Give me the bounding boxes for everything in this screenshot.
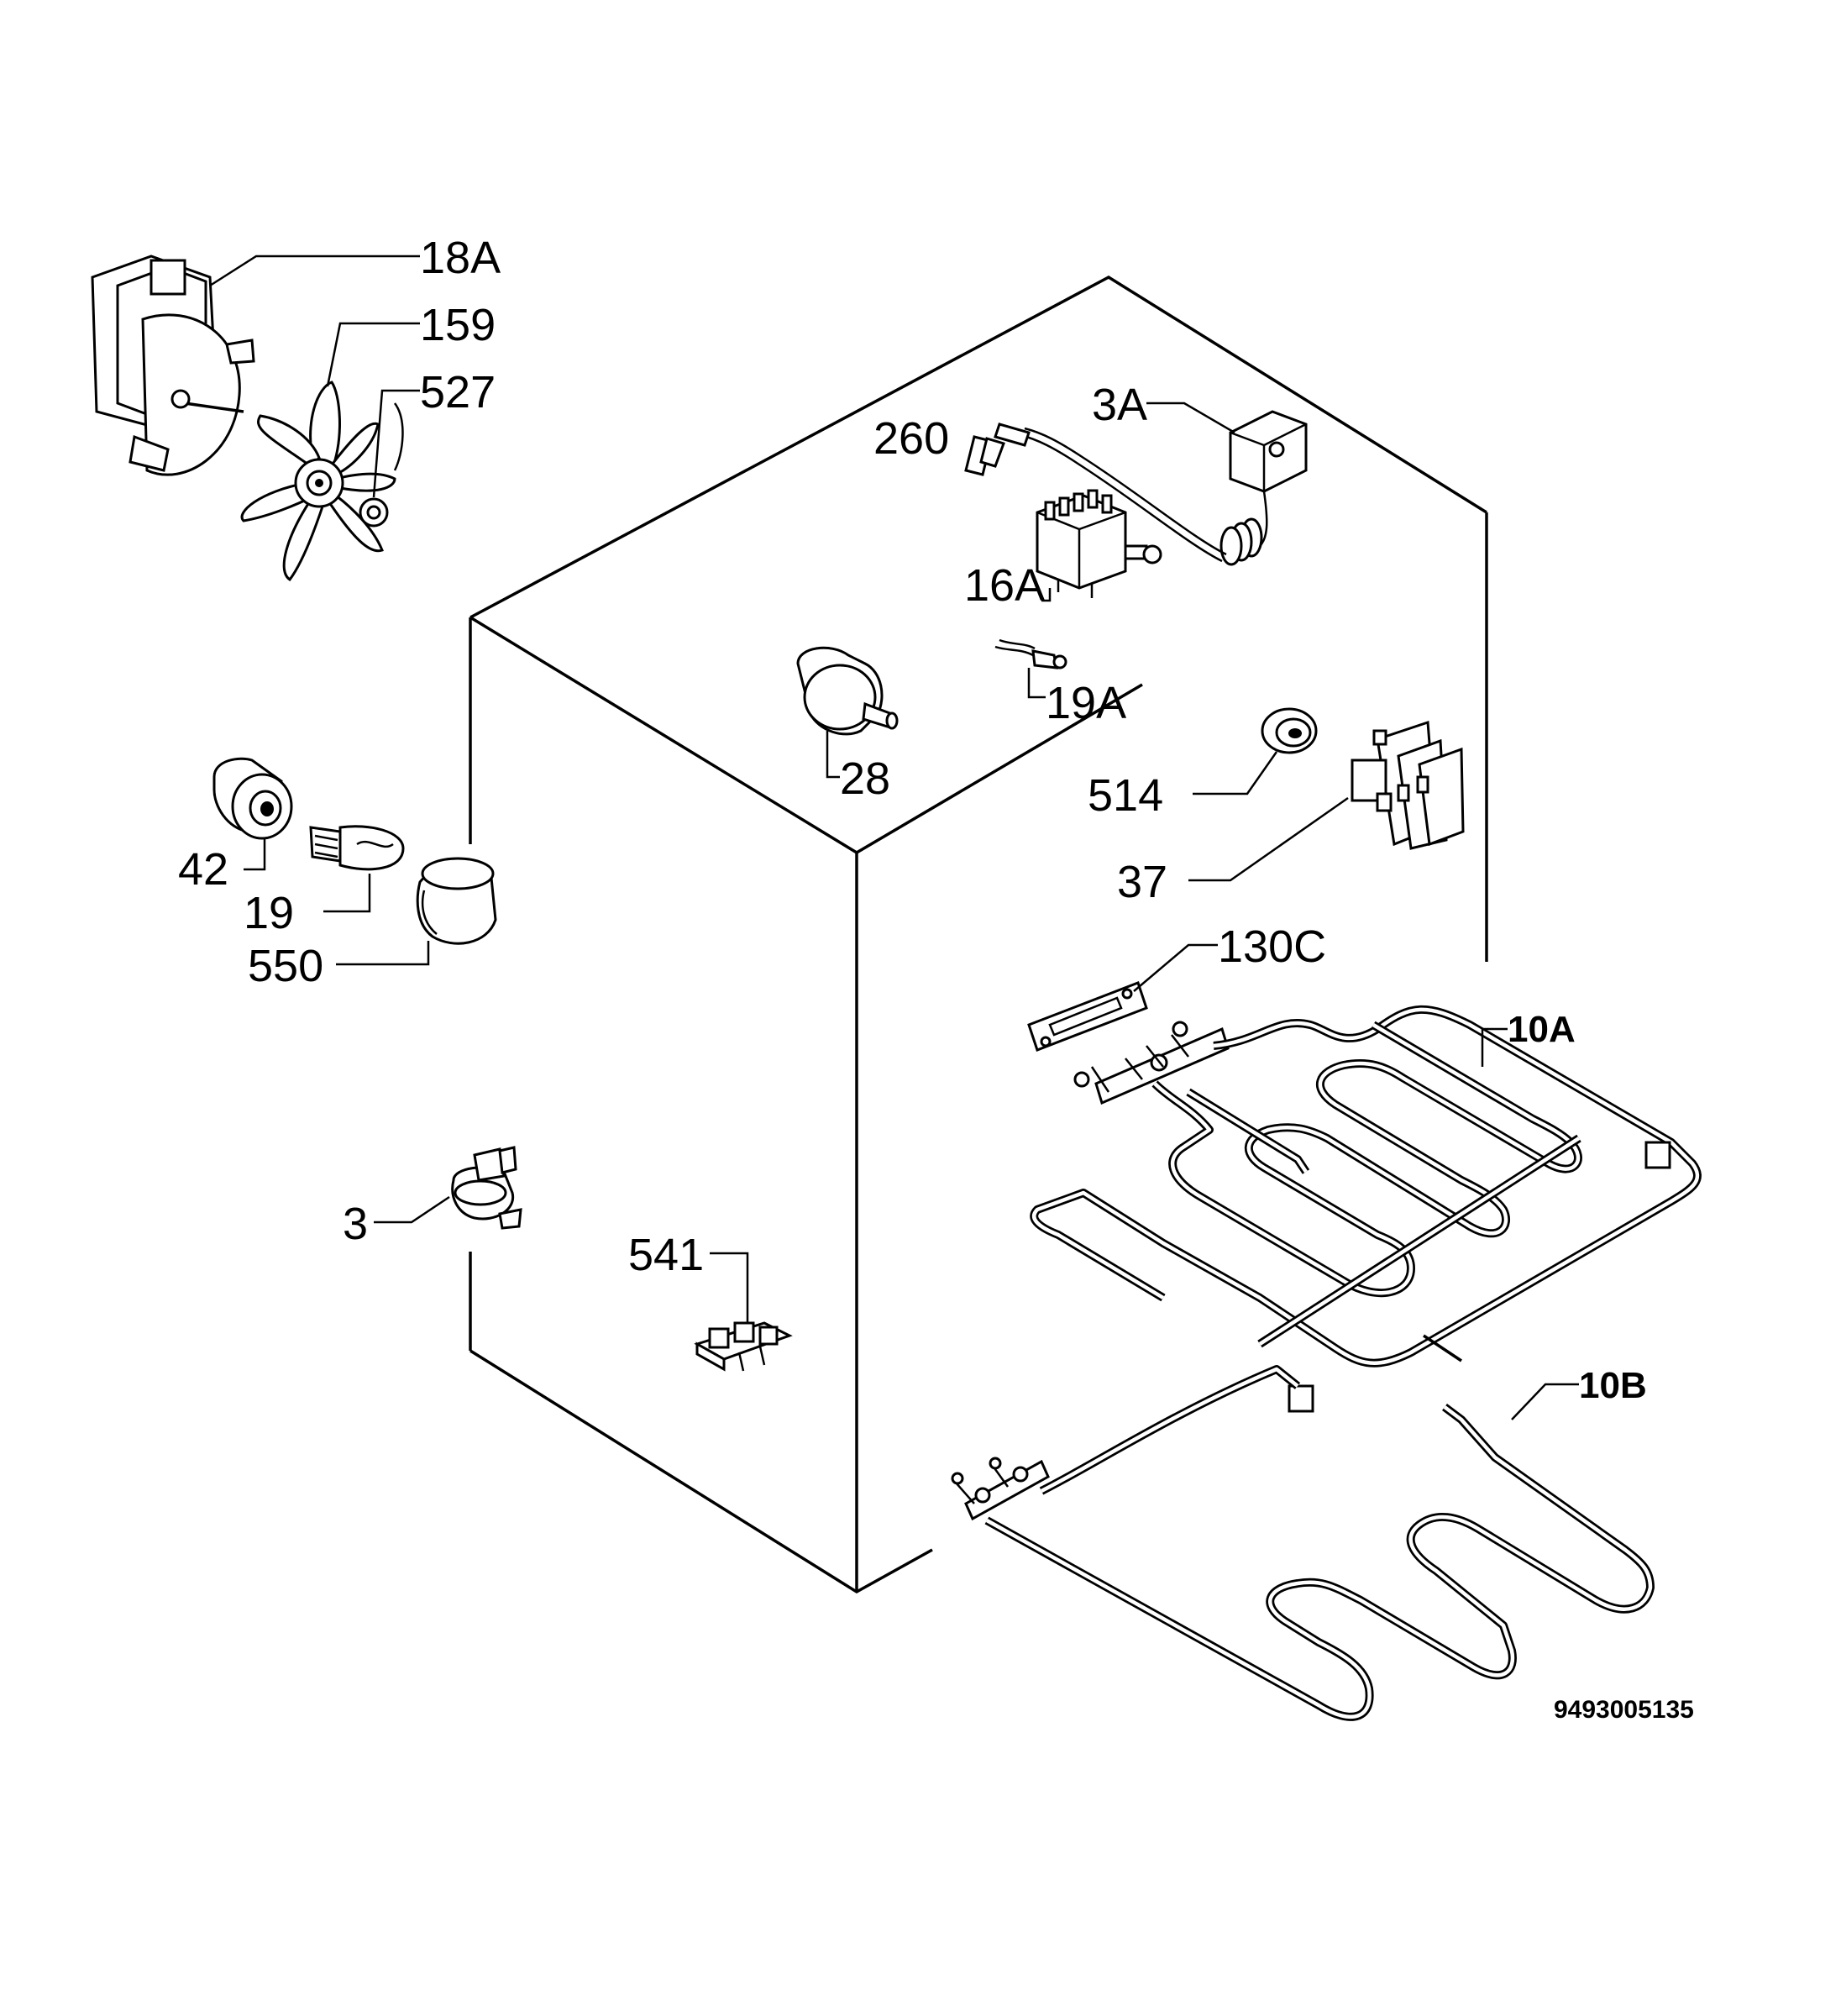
leader-28	[826, 731, 840, 779]
fan-motor-part	[91, 255, 255, 476]
leader-514	[1193, 751, 1278, 795]
indicator-lamp-part	[994, 638, 1067, 669]
leader-18a	[209, 255, 420, 287]
bottom-heating-element-part	[951, 1365, 1655, 1721]
part-label-550: 550	[248, 941, 323, 991]
lamp-cover-part	[416, 857, 497, 945]
part-label-3: 3	[343, 1199, 368, 1249]
terminal-block-part	[1351, 720, 1465, 850]
leader-159	[326, 322, 420, 387]
part-label-28: 28	[840, 753, 890, 804]
part-label-37: 37	[1117, 857, 1167, 907]
part-label-514: 514	[1088, 770, 1163, 821]
part-label-10a: 10A	[1508, 1009, 1576, 1050]
leader-10a	[1481, 1027, 1508, 1067]
leader-19a	[1027, 668, 1046, 699]
leader-16a	[1041, 588, 1052, 602]
part-label-541: 541	[628, 1230, 704, 1280]
heater-gasket-part	[1027, 981, 1148, 1052]
top-heating-element-part	[1030, 1005, 1702, 1413]
leader-37	[1188, 796, 1349, 882]
leader-42	[244, 838, 266, 871]
part-label-3a: 3A	[1092, 380, 1147, 430]
oven-cabinet-outline	[469, 275, 1488, 1594]
cable-clamp-part	[694, 1321, 793, 1372]
top-element-wire	[1030, 1005, 1702, 1368]
thermostat-part	[1020, 410, 1308, 566]
leader-527	[372, 389, 420, 498]
part-label-527: 527	[420, 367, 496, 417]
part-label-260: 260	[873, 413, 949, 464]
lamp-holder-part	[212, 757, 293, 840]
fan-blade-part	[240, 381, 396, 582]
bottom-element-wire	[984, 1365, 1655, 1721]
leader-19	[323, 874, 371, 913]
drawing-code: 9493005135	[1554, 1696, 1694, 1724]
part-label-10b: 10B	[1579, 1365, 1647, 1406]
part-label-19: 19	[244, 888, 294, 938]
leader-3a	[1146, 402, 1235, 434]
part-label-16a: 16A	[964, 560, 1045, 611]
part-label-18a: 18A	[420, 233, 501, 283]
grommet-part	[1261, 707, 1318, 754]
part-label-130c: 130C	[1218, 921, 1326, 972]
safety-thermostat-part	[451, 1146, 522, 1230]
part-label-42: 42	[178, 844, 228, 895]
part-label-159: 159	[420, 300, 496, 350]
leader-10b	[1511, 1383, 1579, 1420]
part-label-19a: 19A	[1046, 678, 1126, 728]
leader-541	[710, 1252, 749, 1323]
leader-130c	[1133, 943, 1218, 992]
selector-switch-part	[1036, 489, 1162, 598]
leader-3	[374, 1195, 450, 1224]
control-knob-part	[796, 646, 899, 736]
probe-clip-part	[964, 423, 1031, 476]
lamp-bulb-part	[309, 825, 405, 871]
fan-nut-part	[359, 402, 404, 528]
leader-550	[336, 941, 430, 966]
